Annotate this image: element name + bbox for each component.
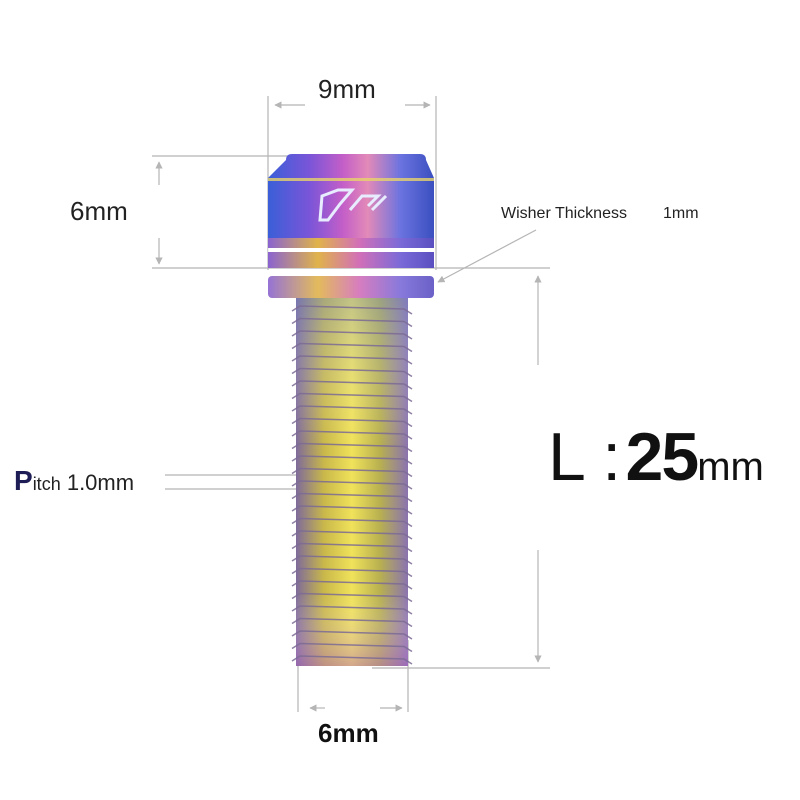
thread-diameter-label: 6mm <box>318 718 379 748</box>
head-height-label: 6mm <box>70 196 128 226</box>
thread-ridge <box>291 505 413 515</box>
thread-ridge <box>291 467 413 478</box>
thread-ridge <box>291 442 413 453</box>
thread-ridge <box>291 380 413 390</box>
thread-ridge <box>291 542 413 553</box>
length-unit: mm <box>697 445 764 489</box>
thread-ridge <box>291 305 413 315</box>
thread-ridge <box>291 567 413 578</box>
thread-ridge <box>291 430 413 440</box>
thread-ridge <box>291 655 413 665</box>
length-prefix: L : <box>548 419 622 495</box>
thread-ridge <box>291 330 413 340</box>
head-width-label: 9mm <box>318 74 376 104</box>
thread-ridge <box>291 642 413 653</box>
thread-ridge <box>291 355 413 365</box>
logo-mark-icon <box>318 188 356 222</box>
pitch-value: 1.0mm <box>66 470 135 495</box>
washer <box>268 272 434 298</box>
thread-ridge <box>291 342 413 353</box>
thread-ridge <box>291 630 413 640</box>
thread-ridge <box>291 580 413 590</box>
thread-ridge <box>291 317 413 328</box>
thread-ridge <box>291 455 413 465</box>
thread-ridge <box>291 367 413 378</box>
thread-ridge <box>291 592 413 603</box>
thread-ridge <box>291 405 413 415</box>
washer-thickness-value: 1mm <box>663 205 699 222</box>
length-label: L : 25mm <box>548 418 764 496</box>
pitch-label: Pitch 1.0mm <box>14 465 134 497</box>
washer-thickness-label: Wisher Thickness <box>501 205 627 222</box>
length-value: 25 <box>625 419 700 495</box>
thread-ridge <box>291 517 413 528</box>
thread-ridge <box>291 605 413 615</box>
threaded-shank <box>291 298 413 666</box>
bolt-head <box>268 154 434 268</box>
thread-ridge <box>291 392 413 403</box>
thread-ridge <box>291 417 413 428</box>
thread-ridge <box>291 555 413 565</box>
pitch-label-rest: itch <box>32 474 61 494</box>
thread-ridge <box>291 617 413 628</box>
thread-ridge <box>291 530 413 540</box>
thread-ridge <box>291 492 413 503</box>
pitch-initial: P <box>14 465 33 496</box>
thread-ridge <box>291 480 413 490</box>
